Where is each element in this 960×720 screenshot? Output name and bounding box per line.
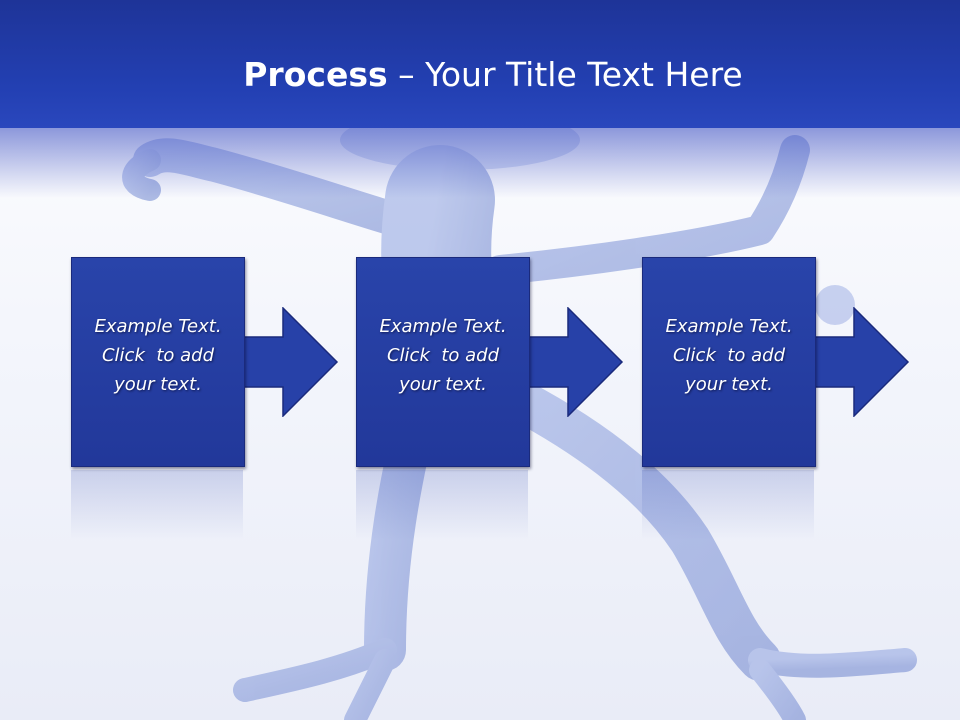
slide-title-rest: – Your Title Text Here <box>387 55 743 94</box>
step-text-line: Click to add <box>386 345 499 366</box>
step-3-reflection <box>642 470 912 540</box>
step-box[interactable]: Example Text. Click to add your text. <box>642 257 816 467</box>
right-arrow-icon <box>812 307 910 417</box>
step-text-line: Click to add <box>101 345 214 366</box>
step-text[interactable]: Example Text. Click to add your text. <box>76 312 240 399</box>
step-2-reflection <box>356 470 626 540</box>
step-text-line: Click to add <box>672 345 785 366</box>
title-bar <box>0 0 960 128</box>
step-text-line: your text. <box>114 374 202 395</box>
step-text-line: your text. <box>685 374 773 395</box>
process-step-1[interactable]: Example Text. Click to add your text. <box>71 257 341 467</box>
step-box[interactable]: Example Text. Click to add your text. <box>71 257 245 467</box>
step-1-reflection <box>71 470 341 540</box>
step-text-line: Example Text. <box>665 316 793 337</box>
step-text[interactable]: Example Text. Click to add your text. <box>647 312 811 399</box>
title-bar-fade <box>0 128 960 198</box>
step-text-line: Example Text. <box>379 316 507 337</box>
step-text[interactable]: Example Text. Click to add your text. <box>361 312 525 399</box>
process-step-2[interactable]: Example Text. Click to add your text. <box>356 257 626 467</box>
slide-title-bold: Process <box>243 55 388 94</box>
step-box[interactable]: Example Text. Click to add your text. <box>356 257 530 467</box>
step-text-line: your text. <box>399 374 487 395</box>
slide-title[interactable]: Process – Your Title Text Here <box>0 52 960 98</box>
process-step-3[interactable]: Example Text. Click to add your text. <box>642 257 912 467</box>
step-text-line: Example Text. <box>94 316 222 337</box>
right-arrow-icon <box>241 307 339 417</box>
right-arrow-icon <box>526 307 624 417</box>
